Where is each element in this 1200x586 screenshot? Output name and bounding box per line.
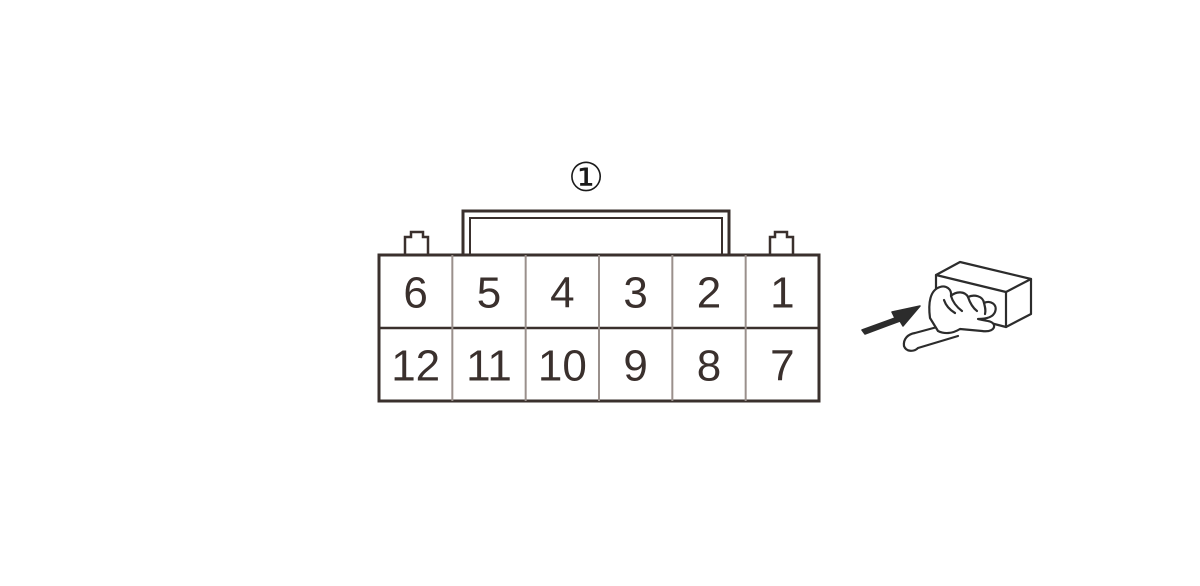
pin-number: 7 — [770, 342, 794, 391]
pin-number: 10 — [538, 342, 587, 391]
pin-number: 11 — [466, 342, 512, 391]
pin-number: 2 — [697, 269, 721, 318]
cavity-dividers — [451, 255, 747, 401]
pin-number: 8 — [697, 342, 721, 391]
pin-number: 1 — [770, 269, 794, 318]
pin-number: 5 — [477, 269, 501, 318]
hand-pushing-connector-icon — [861, 260, 1033, 352]
pin-number: 3 — [623, 269, 647, 318]
pin-number: 4 — [550, 269, 574, 318]
connector-latch — [461, 209, 731, 255]
left-locking-tab — [403, 230, 430, 255]
pin-number: 9 — [623, 342, 647, 391]
right-locking-tab — [768, 230, 795, 255]
pin-number: 6 — [403, 269, 427, 318]
callout-number: ① — [568, 155, 604, 201]
connector-latch-inner — [469, 217, 723, 255]
hand-outline — [928, 285, 997, 335]
pin-number: 12 — [391, 342, 440, 391]
push-arrow-icon — [861, 305, 921, 335]
